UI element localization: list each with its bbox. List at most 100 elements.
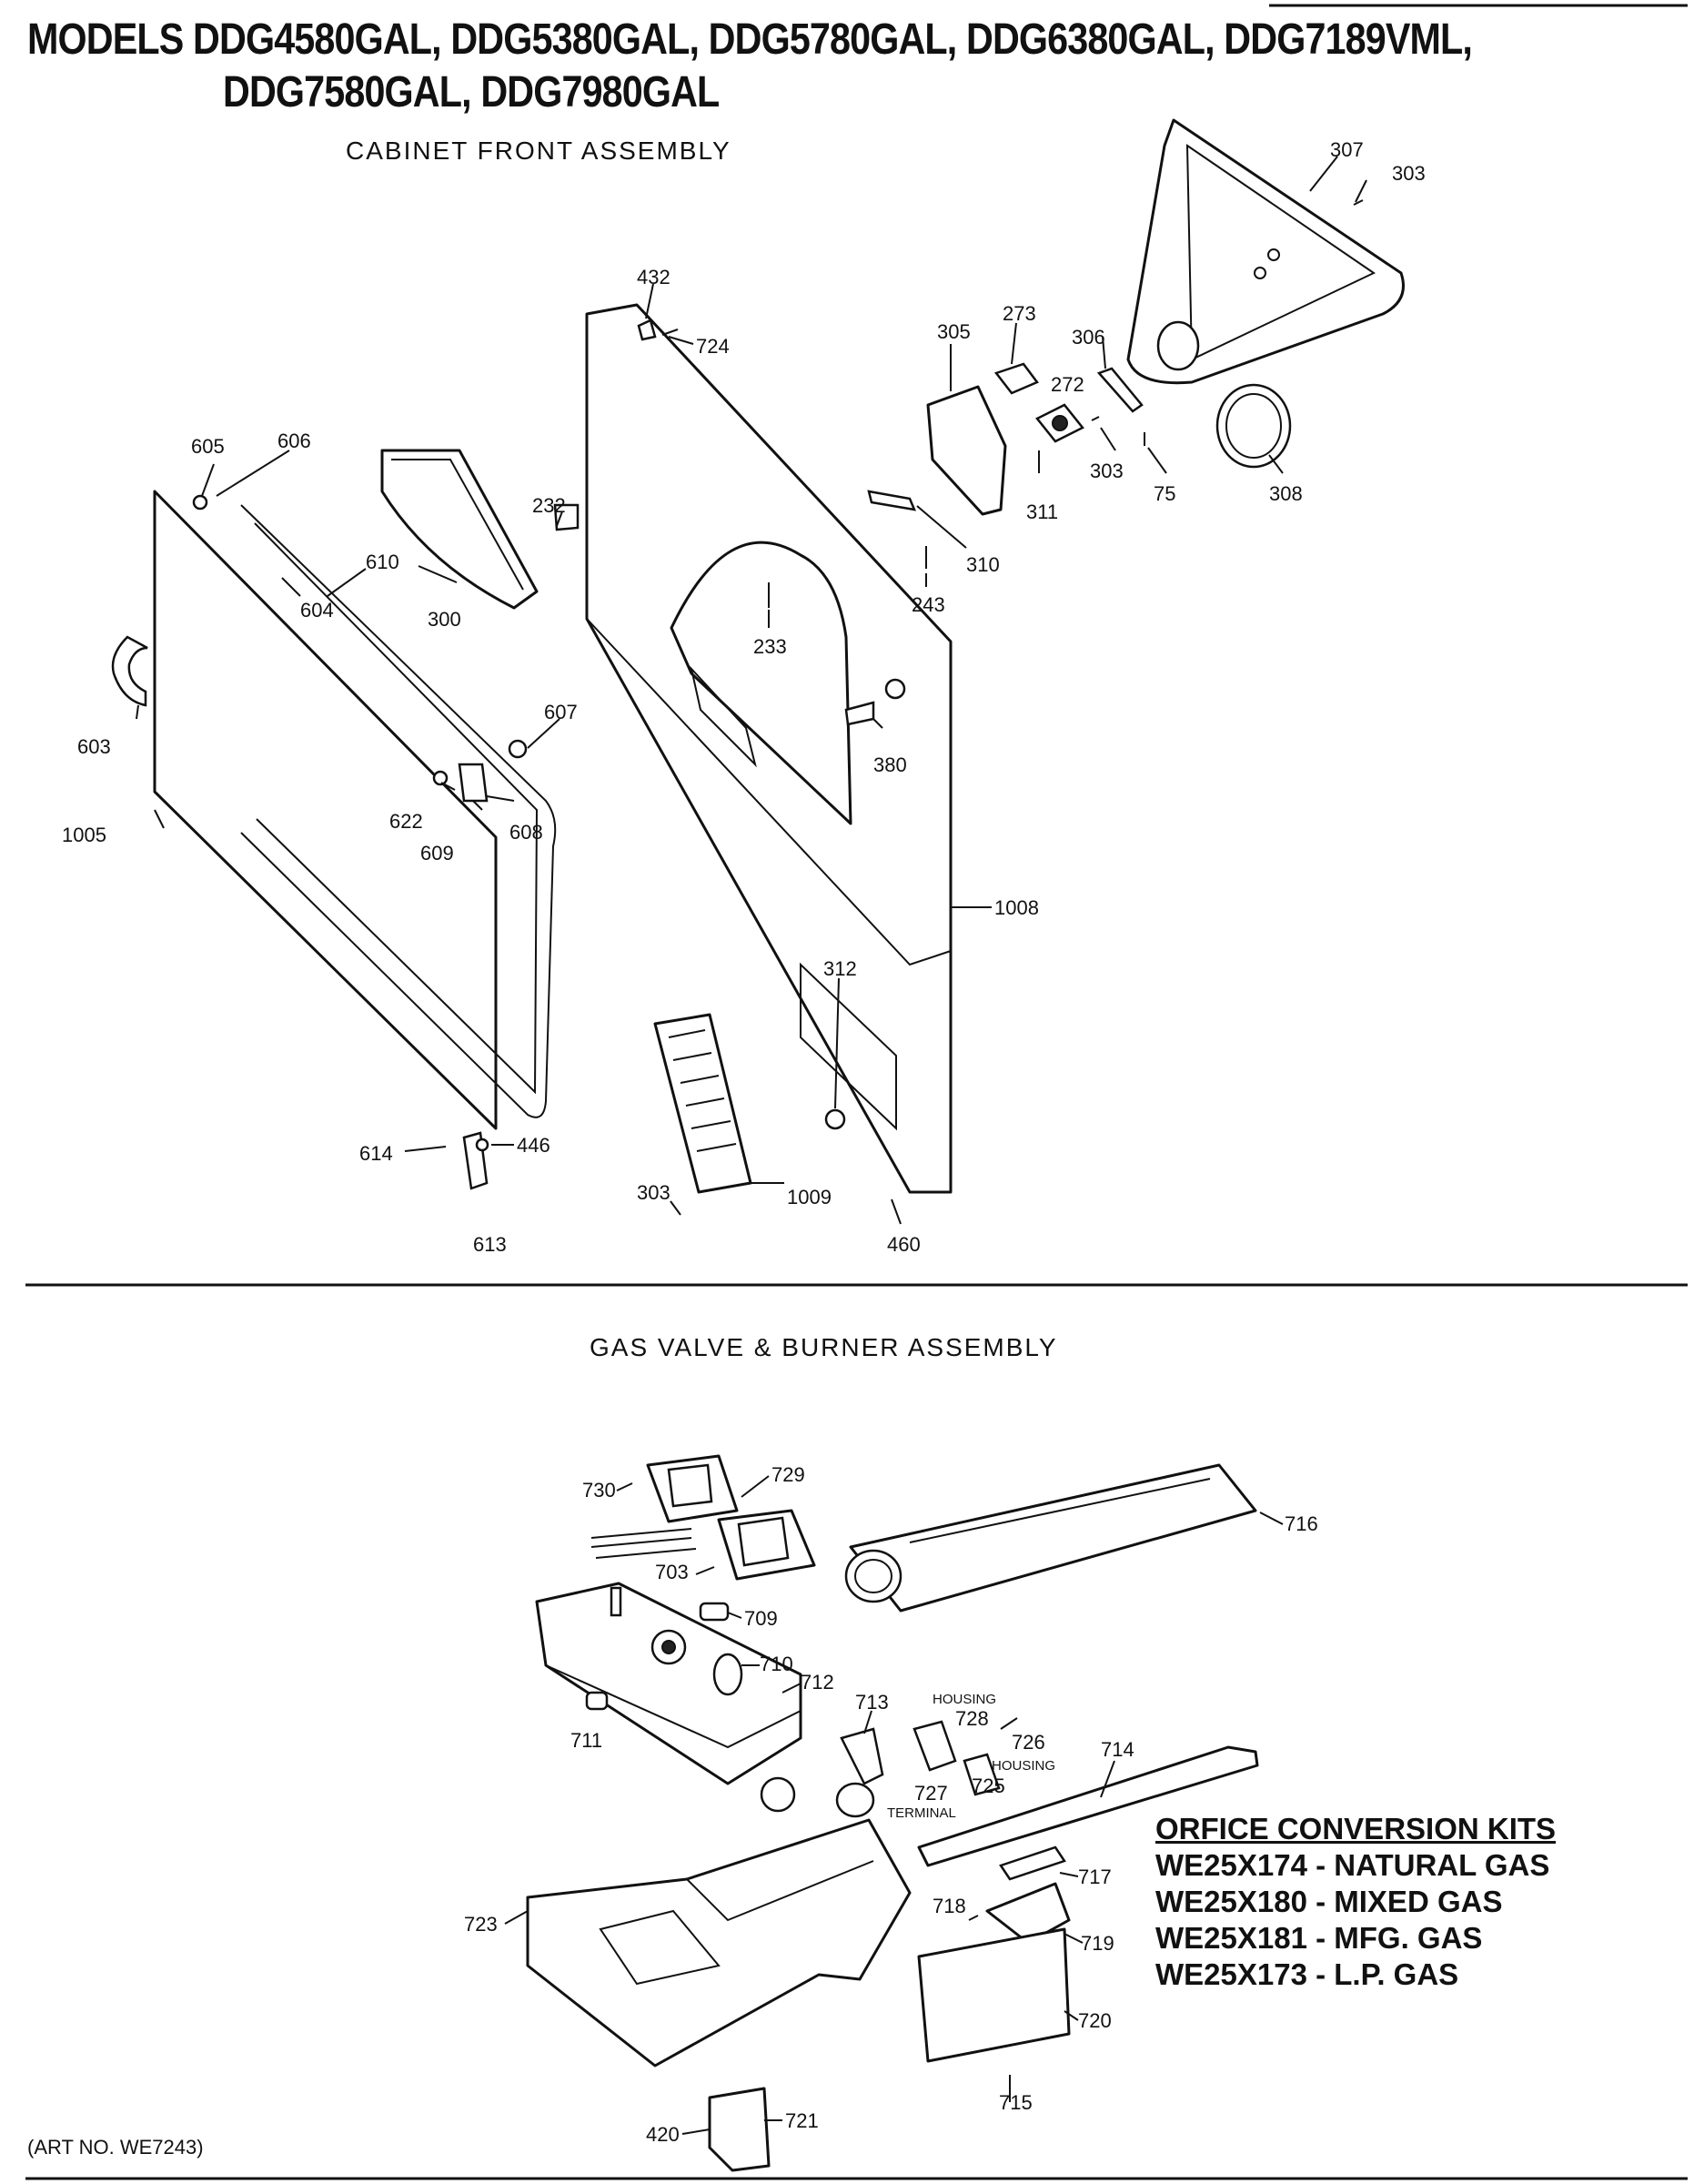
label-728: 728 <box>955 1707 989 1730</box>
label-622: 622 <box>389 810 423 833</box>
label-723: 723 <box>464 1913 498 1936</box>
label-housing-top: HOUSING <box>933 1692 996 1707</box>
label-606: 606 <box>277 430 311 452</box>
label-307: 307 <box>1330 138 1364 161</box>
label-610: 610 <box>366 551 399 573</box>
label-312: 312 <box>823 957 857 980</box>
thermostat-272 <box>1035 403 1084 443</box>
label-75: 75 <box>1154 482 1175 505</box>
label-711: 711 <box>570 1729 602 1752</box>
label-1009: 1009 <box>787 1186 832 1208</box>
cabinet-part-labels: 307 303 432 724 305 273 306 272 303 75 3… <box>62 138 1426 1256</box>
grille-1009 <box>653 1013 752 1194</box>
cabinet-front-section-title: CABINET FRONT ASSEMBLY <box>346 136 731 165</box>
label-446: 446 <box>517 1134 550 1157</box>
label-703: 703 <box>655 1561 689 1583</box>
label-716: 716 <box>1285 1512 1318 1535</box>
cabinet-leader-lines <box>136 156 1367 1184</box>
burner-base-723 <box>526 1818 912 2068</box>
models-title-line1: MODELS DDG4580GAL, DDG5380GAL, DDG5780GA… <box>27 15 1473 64</box>
kit-item: WE25X174 - NATURAL GAS <box>1155 1848 1550 1882</box>
plate-720 <box>917 1927 1071 2063</box>
label-710: 710 <box>760 1653 793 1675</box>
burner-tube-716 <box>844 1463 1257 1613</box>
label-715: 715 <box>999 2091 1033 2114</box>
models-title-line2: DDG7580GAL, DDG7980GAL <box>223 68 720 116</box>
label-603: 603 <box>77 735 111 758</box>
shutoff-713 <box>835 1727 884 1818</box>
label-233: 233 <box>753 635 787 658</box>
label-727: 727 <box>914 1782 948 1805</box>
label-308: 308 <box>1269 482 1303 505</box>
label-420: 420 <box>646 2123 680 2146</box>
label-273: 273 <box>1003 302 1036 325</box>
label-725: 725 <box>972 1774 1005 1797</box>
rear-duct-307 <box>1126 118 1405 385</box>
kits-heading: ORFICE CONVERSION KITS <box>1155 1812 1557 1845</box>
gas-part-labels: 730 729 716 703 709 710 712 713 HOUSING … <box>464 1463 1318 2146</box>
label-714: 714 <box>1101 1738 1134 1761</box>
front-panel-1008 <box>585 303 953 1194</box>
kit-item: WE25X173 - L.P. GAS <box>1155 1957 1459 1991</box>
lint-filter-300 <box>380 449 539 610</box>
bracket-721 <box>708 2087 771 2172</box>
label-305: 305 <box>937 320 971 343</box>
label-713: 713 <box>855 1691 889 1714</box>
label-712: 712 <box>801 1671 834 1694</box>
fasteners <box>192 199 1364 1225</box>
label-604: 604 <box>300 599 334 622</box>
label-709: 709 <box>744 1607 778 1630</box>
fitting-709 <box>699 1602 730 1622</box>
bracket-306 <box>1096 367 1144 413</box>
coils-729 <box>590 1454 816 1581</box>
label-460: 460 <box>887 1233 921 1256</box>
label-232: 232 <box>532 494 566 517</box>
door-1005 <box>111 490 557 1130</box>
label-terminal: TERMINAL <box>887 1805 956 1821</box>
label-243: 243 <box>912 593 945 616</box>
kit-item: WE25X181 - MFG. GAS <box>1155 1921 1483 1955</box>
label-303: 303 <box>1090 460 1124 482</box>
label-718: 718 <box>933 1895 966 1917</box>
cover-305 <box>926 385 1007 516</box>
label-721: 721 <box>785 2109 819 2132</box>
shield-719 <box>985 1882 1071 1945</box>
label-613: 613 <box>473 1233 507 1256</box>
label-605: 605 <box>191 435 225 458</box>
gas-leader-lines <box>504 1475 1284 2135</box>
ring-seal-308 <box>1215 383 1292 469</box>
label-303: 303 <box>637 1181 671 1204</box>
thermostat-273 <box>993 362 1039 395</box>
label-432: 432 <box>637 266 671 288</box>
label-729: 729 <box>771 1463 805 1486</box>
label-housing-bottom: HOUSING <box>992 1758 1055 1774</box>
label-310: 310 <box>966 553 1000 576</box>
gas-valve-section-title: GAS VALVE & BURNER ASSEMBLY <box>590 1333 1058 1361</box>
label-607: 607 <box>544 701 578 723</box>
label-272: 272 <box>1051 373 1084 396</box>
igniter-717 <box>999 1845 1066 1881</box>
label-1005: 1005 <box>62 824 106 846</box>
label-614: 614 <box>359 1142 393 1165</box>
pipe-714 <box>917 1745 1259 1867</box>
housing-728 <box>912 1720 957 1772</box>
label-1008: 1008 <box>994 896 1039 919</box>
label-730: 730 <box>582 1479 616 1502</box>
label-609: 609 <box>420 842 454 864</box>
label-303: 303 <box>1392 162 1426 185</box>
label-608: 608 <box>509 821 543 844</box>
label-300: 300 <box>428 608 461 631</box>
label-724: 724 <box>696 335 730 358</box>
label-306: 306 <box>1072 326 1105 349</box>
label-311: 311 <box>1026 500 1058 523</box>
label-380: 380 <box>873 753 907 776</box>
fitting-711 <box>585 1691 609 1711</box>
strip-310 <box>867 490 917 511</box>
gas-valve-712 <box>535 1582 802 1813</box>
label-717: 717 <box>1078 1866 1112 1888</box>
art-number: (ART NO. WE7243) <box>27 2136 204 2159</box>
label-719: 719 <box>1081 1932 1114 1955</box>
label-726: 726 <box>1012 1731 1045 1754</box>
label-720: 720 <box>1078 2009 1112 2032</box>
